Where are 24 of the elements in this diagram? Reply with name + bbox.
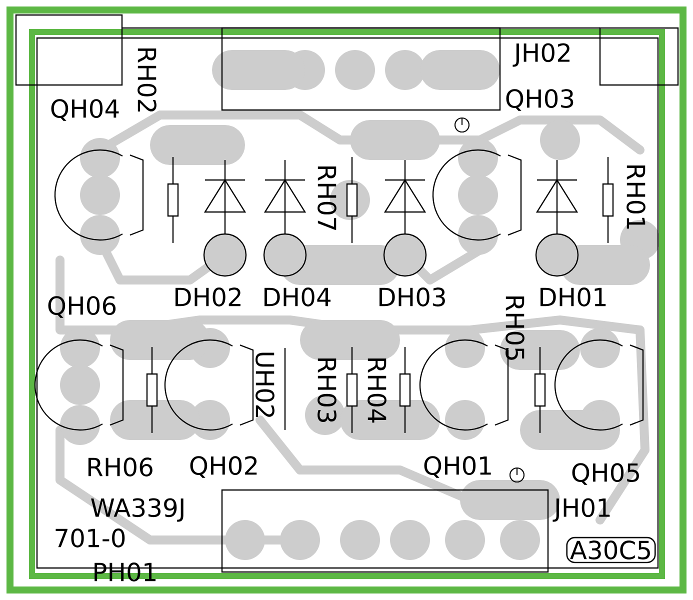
component-label: RH05 xyxy=(506,296,524,360)
component-label: 701-0 xyxy=(56,528,125,548)
component-label: DH01 xyxy=(540,288,606,306)
component-label: QH03 xyxy=(506,89,574,111)
component-label: DH04 xyxy=(264,288,331,306)
component-label: RH03 xyxy=(318,358,336,422)
component-label: DH03 xyxy=(380,288,445,306)
component-label: QH04 xyxy=(51,99,119,121)
component-label: QH02 xyxy=(190,456,257,478)
component-label: UH02 xyxy=(256,352,274,417)
component-label: QH01 xyxy=(424,456,491,478)
label-box: A30C5 xyxy=(566,536,656,564)
component-label: QH05 xyxy=(572,463,639,485)
component-label: RH07 xyxy=(318,166,336,230)
component-label: DH02 xyxy=(176,288,240,306)
component-label: RH01 xyxy=(626,165,646,229)
component-label: JH01 xyxy=(552,498,610,522)
component-label: JH02 xyxy=(512,43,570,67)
component-label: PH01 xyxy=(94,562,156,582)
component-label: RH04 xyxy=(368,358,386,423)
component-label: WA339J xyxy=(91,498,184,522)
component-label: QH06 xyxy=(48,296,116,318)
component-label: RH02 xyxy=(138,48,156,112)
component-label: RH06 xyxy=(88,458,152,476)
